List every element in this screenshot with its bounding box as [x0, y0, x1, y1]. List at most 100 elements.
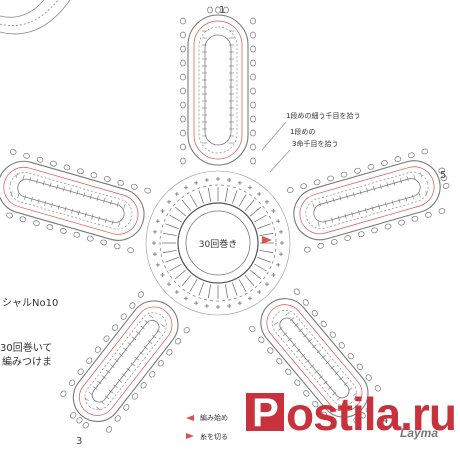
picot	[144, 187, 152, 194]
picot	[180, 115, 186, 123]
petal-outline	[78, 306, 173, 416]
picot	[113, 243, 121, 250]
picot	[312, 400, 319, 408]
picot	[114, 415, 121, 422]
radial-stitch	[189, 194, 198, 207]
petal-stitch	[50, 202, 53, 208]
radial-stitch	[207, 187, 212, 202]
petal-outline	[72, 300, 179, 423]
cross-stitch	[276, 262, 281, 267]
picot	[36, 156, 44, 163]
petal-stitch	[30, 196, 33, 202]
picot	[294, 379, 301, 386]
picot	[267, 347, 274, 354]
petal-stitch	[126, 367, 131, 372]
cross-stitch	[248, 296, 252, 301]
petal-stitch	[399, 178, 402, 184]
radial-stitch	[189, 279, 198, 292]
petal-stitch	[76, 190, 79, 196]
petal-stitch	[17, 193, 20, 199]
picot	[68, 379, 76, 386]
radial-stitch	[232, 190, 238, 204]
petal-stitch	[110, 199, 113, 205]
petal-stitch	[136, 331, 141, 335]
radial-stitches	[152, 177, 284, 309]
petal-stitch	[289, 317, 294, 322]
petal-stitch	[134, 356, 140, 361]
petal-stitch	[330, 365, 335, 370]
picot	[285, 368, 292, 376]
petal-stitch	[312, 344, 317, 349]
petal-stitch	[127, 342, 132, 346]
petal-stitch	[144, 320, 149, 324]
cross-stitch	[152, 229, 157, 234]
picot	[123, 404, 130, 411]
cross-stitch	[160, 209, 165, 213]
picot	[421, 148, 429, 155]
cross-stitch	[152, 252, 157, 257]
petal-stitch	[352, 392, 357, 397]
picot	[127, 247, 134, 254]
petal-stitch	[334, 371, 339, 375]
cross-stitch	[194, 301, 199, 306]
picot	[320, 320, 327, 328]
radial-stitch	[249, 269, 262, 280]
picot	[223, 6, 229, 14]
petal-number-bottom-right: 4	[382, 415, 388, 426]
petal-number-top: 1	[219, 5, 225, 16]
radial-stitch	[249, 206, 262, 217]
petal-stitch	[346, 193, 349, 199]
petal-stitch	[83, 192, 86, 198]
side-text-1: シャルNo10	[2, 298, 59, 309]
petal-stitch	[113, 384, 118, 389]
petal-stitch	[64, 206, 67, 212]
picot	[60, 228, 67, 234]
picot	[77, 168, 84, 175]
petal-stitch	[411, 194, 414, 200]
petal-stitch	[325, 199, 328, 205]
picot	[250, 101, 256, 109]
petal-stitch	[351, 211, 354, 217]
radial-stitch	[198, 190, 204, 204]
radial-stitch	[174, 206, 187, 217]
picot	[63, 164, 71, 171]
petal-stitch	[69, 188, 72, 194]
petal	[60, 291, 190, 433]
petal-stitch	[71, 208, 74, 214]
radial-stitch	[244, 274, 255, 287]
radial-stitch	[254, 214, 267, 223]
petal-stitch	[117, 379, 123, 383]
legend-arrow-1-icon	[186, 415, 194, 421]
note-2-line-2: 3命千目を拾う	[292, 139, 338, 148]
petal-stitch	[140, 325, 145, 330]
radial-stitch	[162, 249, 177, 254]
petal-stitch	[98, 216, 101, 222]
petal-stitch	[321, 355, 326, 359]
cross-stitch	[279, 229, 284, 234]
petal-stitch	[406, 176, 409, 182]
petal-outline	[9, 172, 133, 230]
corner-arcs	[0, 0, 71, 35]
petal-outline	[279, 317, 350, 399]
radial-stitch	[174, 269, 187, 280]
cross-stitch	[166, 282, 171, 287]
cross-stitch	[152, 241, 156, 245]
picot	[149, 371, 156, 378]
cross-stitch	[227, 304, 232, 309]
cross-stitch	[280, 241, 284, 245]
petal-stitch	[298, 328, 303, 332]
petal-stitch	[24, 195, 27, 201]
cross-stitch	[155, 262, 160, 267]
picot	[112, 324, 119, 331]
picot	[250, 17, 256, 25]
petal-outline	[193, 20, 243, 160]
petal-stitch	[49, 182, 52, 188]
petal-stitch	[405, 196, 408, 202]
center-rings	[145, 170, 291, 316]
petal-outline	[293, 160, 441, 241]
picot	[207, 6, 213, 14]
petal-stitch	[285, 312, 290, 316]
petal-stitch	[413, 174, 416, 180]
petal-stitch	[425, 190, 428, 196]
petal-stitch	[273, 321, 278, 326]
